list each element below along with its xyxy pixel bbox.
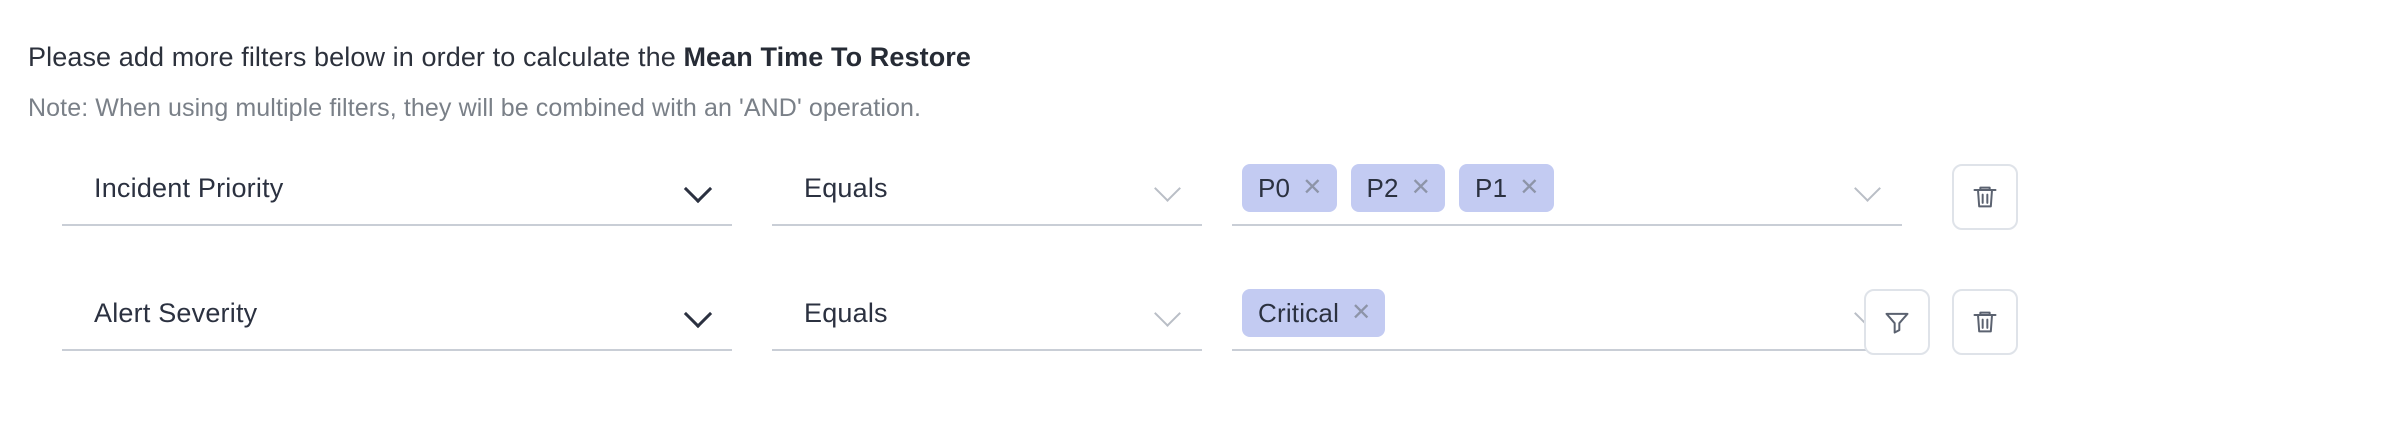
close-icon[interactable]: ✕ xyxy=(1302,174,1323,201)
value-chip[interactable]: P2 ✕ xyxy=(1350,164,1446,212)
instruction-prefix: Please add more filters below in order t… xyxy=(28,42,684,72)
chevron-down-icon xyxy=(1154,298,1184,328)
instruction-metric-name: Mean Time To Restore xyxy=(683,42,972,72)
filter-rows: Incident Priority Equals P0 ✕ P2 ✕ xyxy=(0,152,2408,402)
chevron-down-icon xyxy=(684,298,714,328)
filter-row-actions xyxy=(1864,289,2018,355)
filter-field-value: Incident Priority xyxy=(94,172,284,203)
filter-values-select[interactable]: Critical ✕ xyxy=(1232,277,1902,351)
value-chip-label: P0 xyxy=(1258,172,1291,203)
filter-operator-value: Equals xyxy=(804,172,888,203)
filter-field-select[interactable]: Alert Severity xyxy=(62,277,732,351)
filter-value-chips: P0 ✕ P2 ✕ P1 ✕ xyxy=(1242,164,1854,212)
value-chip[interactable]: Critical ✕ xyxy=(1242,289,1386,337)
trash-icon xyxy=(1973,311,1997,333)
close-icon[interactable]: ✕ xyxy=(1519,174,1540,201)
note-text: Note: When using multiple filters, they … xyxy=(28,94,922,122)
filter-values-select[interactable]: P0 ✕ P2 ✕ P1 ✕ xyxy=(1232,152,1902,226)
filter-operator-select[interactable]: Equals xyxy=(772,277,1202,351)
filter-operator-value: Equals xyxy=(804,297,888,328)
chevron-down-icon xyxy=(684,173,714,203)
delete-filter-button[interactable] xyxy=(1952,164,2018,230)
chevron-down-icon xyxy=(1154,173,1184,203)
filter-operator-select[interactable]: Equals xyxy=(772,152,1202,226)
value-chip[interactable]: P1 ✕ xyxy=(1459,164,1554,212)
close-icon[interactable]: ✕ xyxy=(1410,174,1432,201)
trash-icon xyxy=(1973,186,1997,208)
value-chip-label: P2 xyxy=(1366,172,1399,203)
filter-value-chips: Critical ✕ xyxy=(1242,289,1854,337)
value-chip[interactable]: P0 ✕ xyxy=(1242,164,1337,212)
add-filter-button[interactable] xyxy=(1864,289,1930,355)
filter-row-actions xyxy=(1864,164,2018,230)
value-chip-label: P1 xyxy=(1475,172,1508,203)
filter-field-value: Alert Severity xyxy=(94,297,258,328)
delete-filter-button[interactable] xyxy=(1952,289,2018,355)
instruction-text: Please add more filters below in order t… xyxy=(28,40,971,74)
close-icon[interactable]: ✕ xyxy=(1351,299,1372,326)
filter-field-select[interactable]: Incident Priority xyxy=(62,152,732,226)
value-chip-label: Critical xyxy=(1258,297,1340,328)
filter-row: Alert Severity Equals Critical ✕ xyxy=(0,277,2408,402)
filter-row: Incident Priority Equals P0 ✕ P2 ✕ xyxy=(0,152,2408,277)
funnel-icon xyxy=(1885,312,1909,334)
